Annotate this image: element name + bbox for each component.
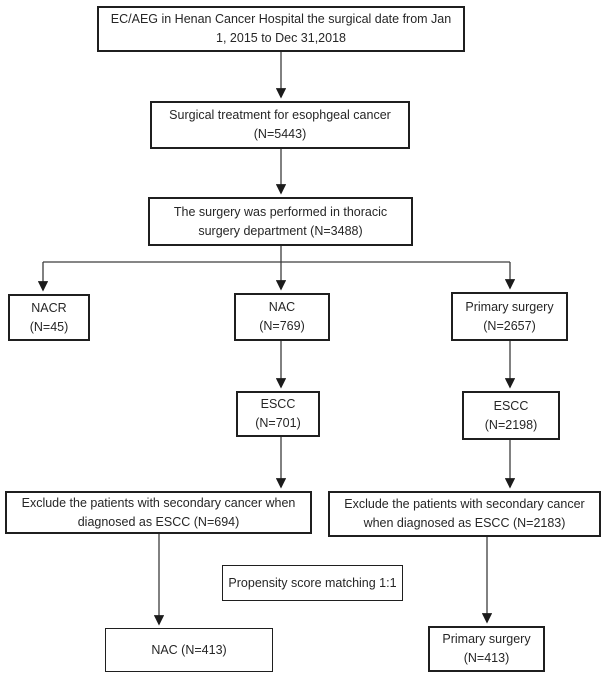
node-propensity-score-matching-label: Propensity score matching 1:1 [228, 575, 397, 590]
node-surgical-treatment: Surgical treatment for esophgeal cancer … [150, 101, 410, 149]
node-primary-matched-count: (N=413) [463, 651, 510, 665]
node-escc-nac-count: (N=701) [255, 416, 301, 430]
node-escc-primary-count: (N=2198) [484, 417, 538, 432]
node-escc-nac: ESCC (N=701) [236, 391, 320, 437]
node-escc-primary-label: ESCC [493, 398, 529, 413]
node-escc-nac-label: ESCC [260, 397, 296, 412]
node-primary-matched: Primary surgery (N=413) [428, 626, 545, 672]
node-surgical-treatment-line1: Surgical treatment for esophgeal cancer [169, 108, 391, 123]
node-surgical-treatment-count: (N=5443) [253, 127, 307, 141]
node-exclude-nac: Exclude the patients with secondary canc… [5, 491, 312, 534]
node-thoracic-department-line1: The surgery was performed in thoracic [173, 204, 388, 219]
node-cohort-line1: EC/AEG in Henan Cancer Hospital the surg… [110, 12, 452, 27]
node-cohort-line2: 1, 2015 to Dec 31,2018 [216, 31, 346, 45]
node-escc-primary: ESCC (N=2198) [462, 391, 560, 440]
node-thoracic-department-line2: surgery department (N=3488) [198, 223, 363, 238]
node-nac-matched: NAC (N=413) [105, 628, 273, 672]
node-propensity-score-matching: Propensity score matching 1:1 [222, 565, 403, 601]
node-nac: NAC (N=769) [234, 293, 330, 341]
node-primary-surgery: Primary surgery (N=2657) [451, 292, 568, 341]
node-primary-matched-label: Primary surgery [442, 632, 531, 647]
node-exclude-primary: Exclude the patients with secondary canc… [328, 491, 601, 537]
node-nacr: NACR (N=45) [8, 294, 90, 341]
node-nac-label: NAC [268, 300, 296, 315]
node-nacr-label: NACR [31, 300, 67, 315]
node-nac-matched-label: NAC (N=413) [151, 642, 227, 657]
node-exclude-nac-line1: Exclude the patients with secondary canc… [21, 495, 296, 510]
node-thoracic-department: The surgery was performed in thoracic su… [148, 197, 413, 246]
node-primary-surgery-label: Primary surgery [465, 299, 554, 314]
node-nac-count: (N=769) [259, 319, 305, 333]
node-exclude-primary-line1: Exclude the patients with secondary canc… [344, 497, 585, 512]
node-primary-surgery-count: (N=2657) [483, 318, 536, 333]
node-cohort: EC/AEG in Henan Cancer Hospital the surg… [97, 6, 465, 52]
node-exclude-nac-line2: diagnosed as ESCC (N=694) [77, 514, 240, 529]
node-nacr-count: (N=45) [29, 319, 69, 334]
node-exclude-primary-line2: when diagnosed as ESCC (N=2183) [363, 516, 566, 530]
